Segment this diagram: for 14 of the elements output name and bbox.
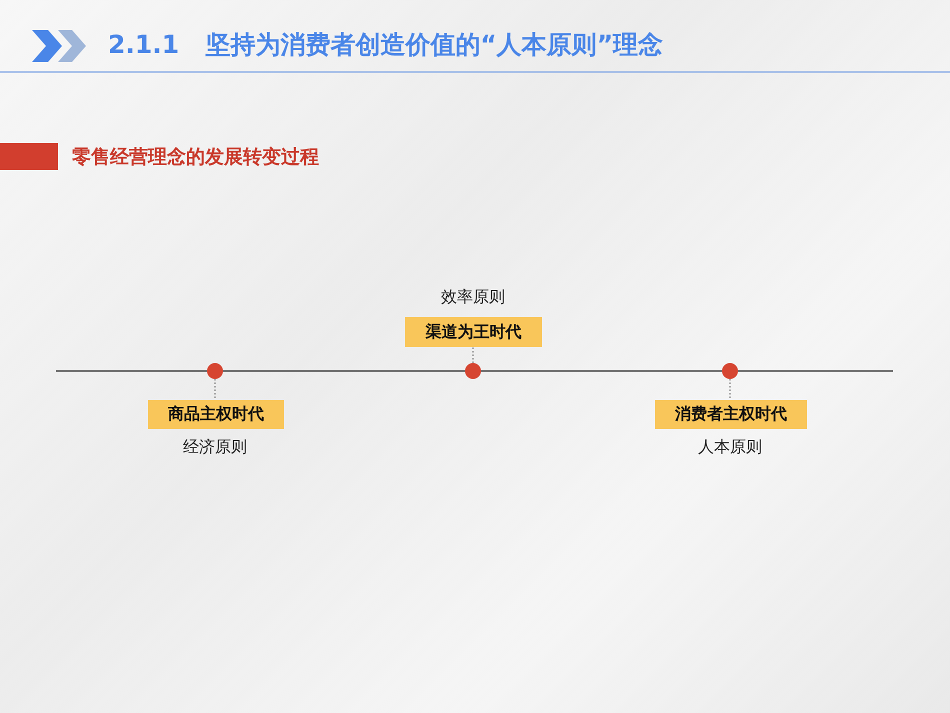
caption-text: 人本原则 bbox=[697, 437, 763, 458]
timeline-dot bbox=[722, 363, 738, 379]
caption-text: 效率原则 bbox=[440, 287, 506, 308]
era-tag: 商品主权时代 bbox=[148, 400, 284, 429]
leader-line bbox=[472, 347, 474, 363]
slide-title: 2.1.1 坚持为消费者创造价值的“人本原则”理念 bbox=[108, 29, 664, 61]
timeline-dot bbox=[465, 363, 481, 379]
leader-line bbox=[214, 379, 216, 400]
section-heading: 零售经营理念的发展转变过程 bbox=[72, 145, 319, 170]
caption-text: 经济原则 bbox=[182, 437, 248, 458]
leader-line bbox=[729, 379, 731, 400]
era-tag: 渠道为王时代 bbox=[405, 317, 542, 347]
era-tag: 消费者主权时代 bbox=[655, 400, 807, 429]
timeline-dot bbox=[207, 363, 223, 379]
